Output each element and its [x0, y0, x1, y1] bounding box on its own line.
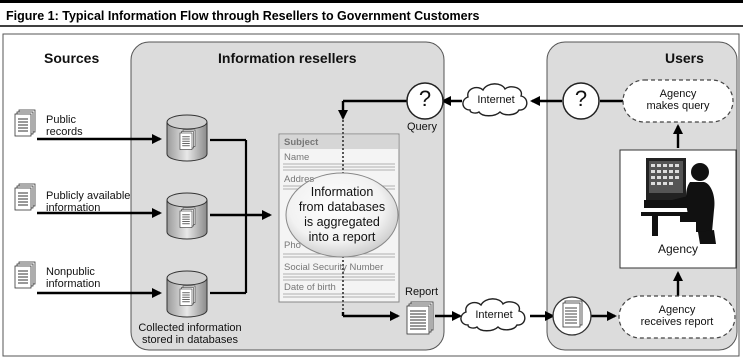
agency-person-silhouette [670, 163, 716, 244]
database-cylinder-1 [167, 115, 207, 161]
reseller-question-mark: ? [418, 86, 432, 111]
report-label: Report [405, 286, 439, 298]
query-label: Query [407, 121, 437, 133]
database-cylinder-2 [167, 193, 207, 239]
report-subject-label: Subject [284, 137, 319, 148]
resellers-header: Information resellers [218, 50, 357, 66]
internet-cloud-top [462, 83, 528, 117]
public-records-doc-icon [14, 109, 36, 137]
report-doc-icon [406, 301, 434, 335]
sources-header: Sources [44, 50, 100, 66]
internet-cloud-bottom [460, 298, 526, 332]
top-rule [0, 0, 743, 3]
reseller-question-circle [406, 82, 444, 120]
database-cylinder-3 [167, 271, 207, 317]
publicly-available-doc-icon [14, 183, 36, 211]
received-report-doc-icon [562, 300, 583, 328]
report-dob-field: Date of birth [284, 282, 336, 293]
nonpublic-doc-icon [14, 261, 36, 289]
report-ssn-field: Social Security Number [284, 262, 384, 273]
users-header: Users [665, 50, 704, 66]
agency-label: Agency [657, 242, 699, 256]
agency-makes-query-box [622, 79, 734, 123]
report-phone-field: Pho [284, 240, 301, 251]
user-question-mark: ? [574, 86, 588, 111]
report-subject-bar [280, 135, 398, 149]
internet-label-bottom: Internet [475, 309, 513, 321]
aggregation-bubble [285, 172, 399, 258]
internet-label-top: Internet [477, 94, 515, 106]
report-name-field: Name [284, 152, 310, 163]
agency-receives-report-box [618, 295, 736, 339]
agency-computer-icon [641, 158, 691, 236]
report-address-field: Addres [284, 174, 315, 185]
user-question-circle [562, 82, 600, 120]
figure-title: Figure 1: Typical Information Flow throu… [6, 9, 480, 23]
